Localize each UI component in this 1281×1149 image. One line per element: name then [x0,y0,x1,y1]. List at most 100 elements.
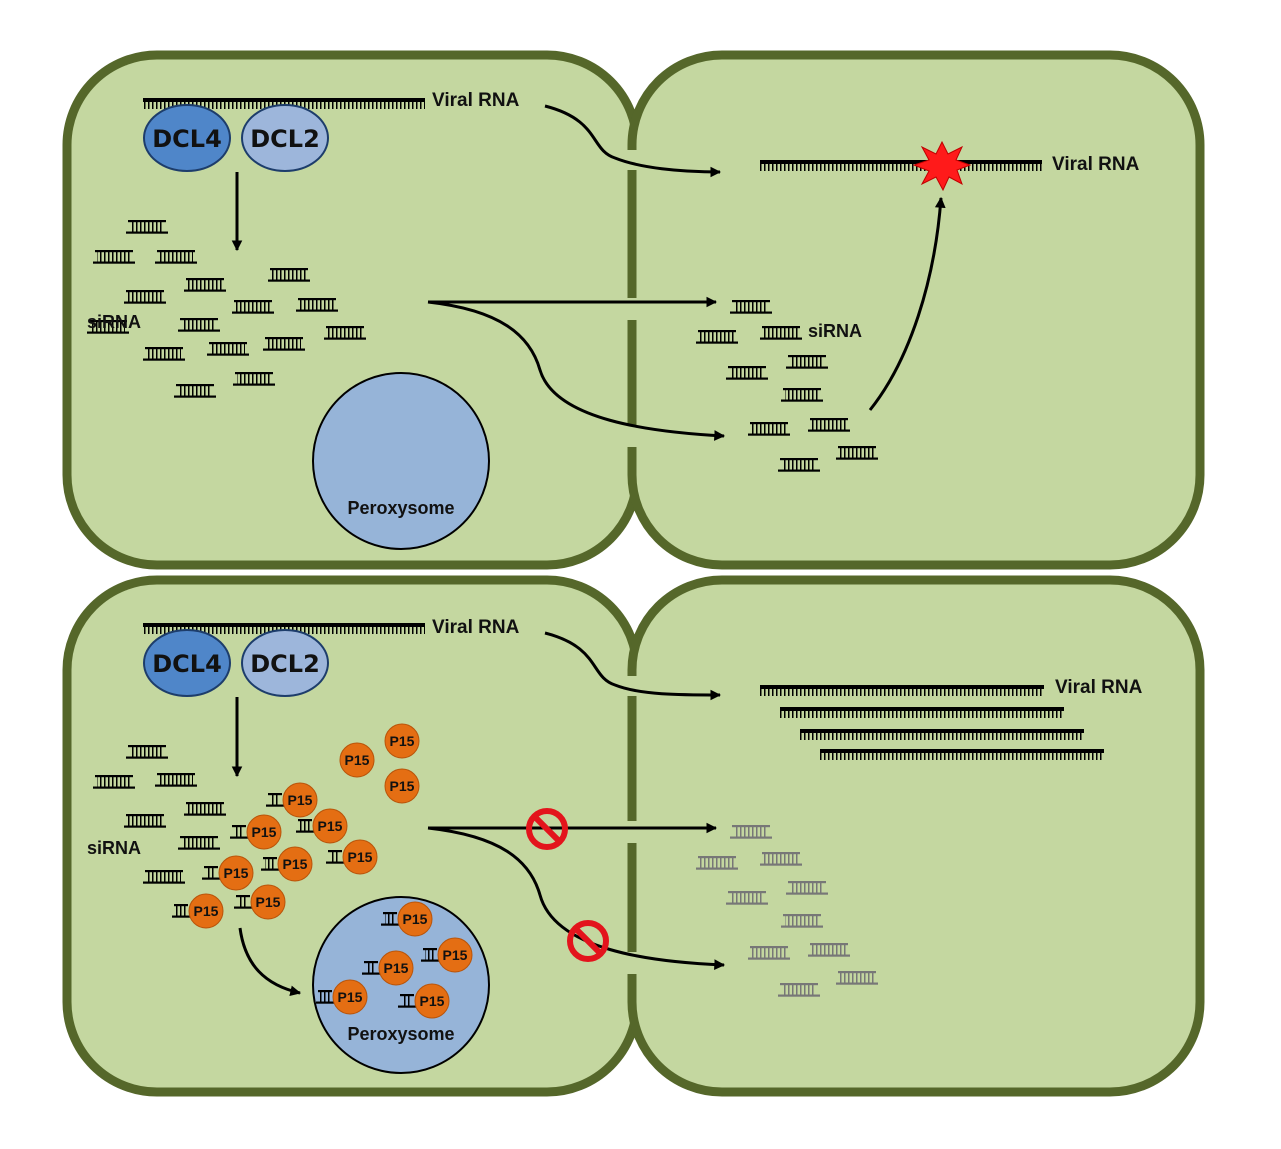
sirna-duplex-icon [726,366,768,380]
sirna-duplex-icon [324,326,366,340]
sirna-duplex-icon [93,250,135,264]
plasmodesma-top-3 [627,425,639,447]
sirna-duplex-icon [178,318,220,332]
dcl4-enzyme-top [143,104,231,172]
p15-sirna-complex: P15 [326,839,378,875]
sirna-duplex-icon [124,290,166,304]
dcl4-enzyme-bottom [143,629,231,697]
p15-label: P15 [224,865,249,881]
plasmodesma-top-1 [627,150,639,170]
sirna-duplex-icon [230,825,248,839]
cell-top-right [627,50,1205,570]
sirna-duplex-icon [730,825,772,839]
p15-label: P15 [390,778,415,794]
sirna-duplex-icon [421,948,439,962]
sirna-duplex-icon [362,961,380,975]
p15-sirna-complex: P15 [398,983,450,1019]
no-entry-icon-2 [567,920,609,962]
p15-label: P15 [252,824,277,840]
sirna-duplex-icon [126,220,168,234]
dcl2-enzyme-top [241,104,329,172]
sirna-label-top-left: siRNA [87,312,141,332]
sirna-duplex-icon [232,300,274,314]
no-entry-icon-1 [526,808,568,850]
peroxysome-label-bottom: Peroxysome [347,1024,454,1044]
sirna-movement-arrow-top-2 [427,300,726,441]
cell-bottom-right [627,575,1205,1097]
sirna-duplex-icon [836,971,878,985]
p15-label: P15 [256,894,281,910]
sirna-duplex-icon [726,891,768,905]
sirna-duplex-icon [696,856,738,870]
sirna-duplex-icon [778,983,820,997]
p15-label: P15 [403,911,428,927]
sirna-duplex-icon [268,268,310,282]
sirna-cluster-top-right [696,300,878,472]
p15-label: P15 [288,792,313,808]
sirna-duplex-icon [124,814,166,828]
p15-protein: P15 [384,723,420,759]
p15-sirna-complex: P15 [230,814,282,850]
dcl2-label-bottom: DCL2 [250,650,320,678]
dcl2-label-top: DCL2 [250,125,320,153]
sirna-duplex-icon [266,793,284,807]
viral-rna-label-bottom-left: Viral RNA [432,617,520,638]
p15-label: P15 [338,989,363,1005]
sirna-duplex-icon [174,384,216,398]
p15-sirna-complex: P15 [172,893,224,929]
p15-label: P15 [318,818,343,834]
sirna-duplex-icon [748,946,790,960]
sirna-cluster-bottom-right-absent [696,825,878,997]
sirna-label-bottom-left: siRNA [87,838,141,858]
cleavage-burst-icon [912,140,972,192]
p15-label: P15 [194,903,219,919]
sirna-duplex-icon [836,446,878,460]
viral-rna-strand-target-top [760,160,1042,171]
p15-sirna-complex: P15 [316,979,368,1015]
sirna-duplex-icon [233,372,275,386]
p15-sirna-complex: P15 [261,846,313,882]
sirna-duplex-icon [184,802,226,816]
viral-movement-arrow-top [544,104,722,178]
sirna-cluster-top-left [87,220,366,398]
sirna-duplex-icon [326,850,344,864]
sirna-duplex-icon [263,337,305,351]
sirna-duplex-icon [143,347,185,361]
p15-label: P15 [348,849,373,865]
sirna-duplex-icon [296,819,314,833]
sirna-duplex-icon [207,342,249,356]
p15-label: P15 [420,993,445,1009]
sirna-duplex-icon [172,904,190,918]
peroxysome-label-top: Peroxysome [347,498,454,518]
p15-sirna-complex: P15 [202,855,254,891]
sirna-duplex-icon [178,836,220,850]
sirna-duplex-icon [778,458,820,472]
p15-sirna-complex: P15 [381,901,433,937]
dcl4-label-top: DCL4 [152,125,222,153]
peroxysome-top [312,372,490,550]
sirna-duplex-icon [808,418,850,432]
plasmodesma-bottom-2 [627,821,639,843]
sirna-duplex-icon [143,870,185,884]
sirna-cluster-bottom-left [93,745,226,884]
sirna-duplex-icon [184,278,226,292]
viral-rna-label-bottom-right: Viral RNA [1055,677,1143,698]
sirna-duplex-icon [126,745,168,759]
dcl2-enzyme-bottom [241,629,329,697]
p15-sirna-complex: P15 [266,782,318,818]
p15-sirna-complex: P15 [234,884,286,920]
blocked-sirna-arrow-2 [427,826,726,971]
sirna-duplex-icon [155,250,197,264]
sirna-duplex-icon [808,943,850,957]
viral-rna-label-top-right: Viral RNA [1052,154,1140,175]
plasmodesma-bottom-1 [627,676,639,696]
p15-label: P15 [384,960,409,976]
viral-movement-arrow-bottom [544,631,722,701]
sirna-duplex-icon [155,773,197,787]
sirna-duplex-icon [730,300,772,314]
p15-protein: P15 [339,742,375,778]
